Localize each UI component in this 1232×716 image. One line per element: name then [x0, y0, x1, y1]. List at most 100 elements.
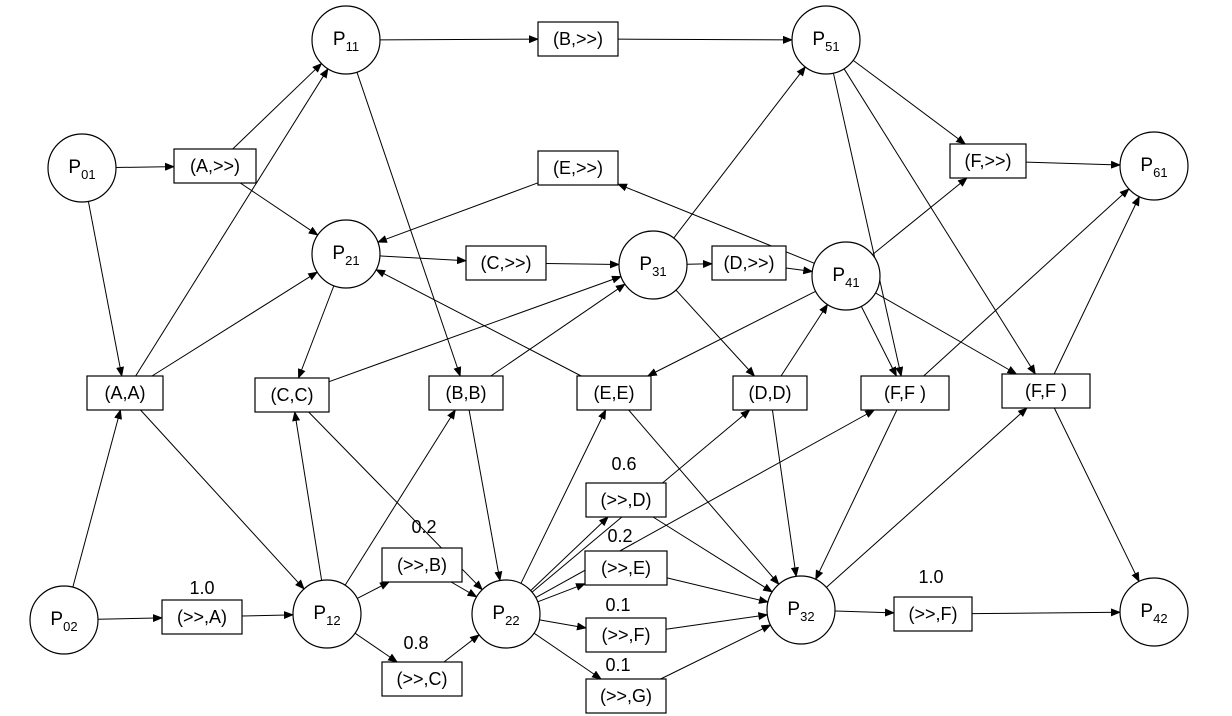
arc-D_sync-to-P41 — [785, 266, 814, 275]
place-circle — [1119, 577, 1189, 647]
place-circle — [311, 5, 381, 75]
transition-dd: (D,D) — [732, 375, 808, 411]
arc-P41-to-FF2 — [875, 292, 1018, 375]
arc-P22-to-EE — [520, 409, 607, 584]
transition-label: (>>,B) — [397, 555, 447, 575]
place-circle — [471, 579, 541, 649]
probability-label-pd: 0.6 — [611, 454, 636, 474]
place-label: P61 — [1140, 155, 1167, 180]
arc-mC-to-P22 — [443, 634, 480, 663]
arc-DD-to-P32 — [771, 409, 799, 578]
arc-AA-to-P12 — [140, 409, 305, 590]
transition-label: (A,>>) — [190, 156, 240, 176]
transition-box — [585, 617, 667, 653]
transition-box — [949, 143, 1027, 179]
place-p32: P32 — [766, 575, 836, 645]
transition-label: (>>,A) — [177, 607, 227, 627]
transition-label: (>>,F) — [601, 625, 650, 645]
place-p11: P11 — [311, 5, 381, 75]
place-p21: P21 — [311, 219, 381, 289]
place-p12: P12 — [292, 579, 362, 649]
arc-mE-to-P32 — [666, 577, 769, 604]
arc-P22-to-mE — [537, 583, 586, 603]
transition-label: (>>,C) — [396, 669, 447, 689]
arc-BB-to-P31 — [490, 283, 626, 377]
arc-P22-to-mF — [539, 619, 587, 631]
transition-e_sync: (E,>>) — [537, 150, 619, 186]
transition-label: (F,F ) — [1025, 381, 1067, 401]
probability-labels-layer: 1.00.20.80.60.20.10.11.0 — [189, 454, 943, 675]
transition-b_sync: (B,>>) — [537, 21, 619, 57]
arc-P31-to-D_sync — [686, 259, 713, 268]
transition-box — [1001, 373, 1091, 409]
transition-box — [465, 245, 547, 281]
transition-mg: (>>,G) — [585, 678, 667, 714]
transition-box — [381, 547, 463, 583]
transition-label: (B,>>) — [553, 29, 603, 49]
place-circle — [618, 230, 688, 300]
arc-B_sync-to-P51 — [617, 35, 794, 44]
transition-box — [584, 550, 668, 586]
transition-a_sync: (A,>>) — [173, 148, 257, 184]
arc-P31-to-DD — [675, 289, 756, 377]
transition-box — [173, 148, 257, 184]
arc-P51-to-FF2 — [843, 68, 1036, 375]
place-p51: P51 — [791, 5, 861, 75]
transition-box — [585, 482, 667, 518]
arc-AA-to-P11 — [135, 67, 329, 377]
arc-C_sync-to-P31 — [545, 260, 621, 269]
nodes-layer: P01P02P11P12P21P22P31P32P41P42P51P61(A,A… — [29, 5, 1189, 714]
transition-box — [381, 661, 463, 697]
arc-P01-to-A_sync — [115, 162, 175, 171]
transition-aa: (A,A) — [86, 375, 164, 411]
transition-box — [428, 375, 504, 411]
transition-label: (F,F ) — [884, 383, 926, 403]
arc-P41-to-FF1 — [860, 306, 897, 377]
transition-box — [86, 375, 164, 411]
transition-cc: (C,C) — [254, 377, 330, 413]
arc-A_sync-to-P11 — [232, 62, 323, 150]
transition-bb: (B,B) — [428, 375, 504, 411]
transition-ff2: (F,F ) — [1001, 373, 1091, 409]
transition-label: (D,>>) — [723, 253, 774, 273]
transition-label: (>>,F) — [908, 604, 957, 624]
arc-DD-to-P41 — [780, 303, 829, 377]
probability-label-pf: 0.1 — [605, 595, 630, 615]
place-circle — [811, 241, 881, 311]
place-label: P21 — [332, 243, 359, 268]
transition-label: (C,>>) — [480, 253, 531, 273]
transition-box — [711, 245, 787, 281]
arc-A_sync-to-P21 — [240, 182, 319, 236]
arc-P11-to-BB — [356, 72, 462, 377]
transition-mc: (>>,C) — [381, 661, 463, 697]
place-label: P51 — [812, 29, 839, 54]
transition-me: (>>,E) — [584, 550, 668, 586]
transition-box — [161, 599, 243, 635]
transition-box — [860, 375, 950, 411]
transition-f_sync: (F,>>) — [949, 143, 1027, 179]
arc-P12-to-BB — [344, 409, 456, 586]
place-circle — [29, 585, 99, 655]
arc-P22-to-mG — [533, 632, 602, 680]
arc-mF-to-P32 — [665, 612, 769, 630]
arc-FF2-to-P42 — [1053, 407, 1140, 583]
place-label: P01 — [68, 157, 95, 182]
transition-label: (A,A) — [104, 383, 145, 403]
transition-box — [537, 150, 619, 186]
arc-mA-to-P12 — [241, 611, 295, 620]
place-circle — [766, 575, 836, 645]
arc-P31-to-P51 — [673, 66, 806, 239]
arc-FF2-to-P61 — [1053, 195, 1140, 375]
place-label: P31 — [639, 254, 666, 279]
transition-ff1: (F,F ) — [860, 375, 950, 411]
transition-label: (E,>>) — [553, 158, 603, 178]
arc-P41-to-EE — [646, 290, 816, 377]
probability-label-pb: 0.2 — [411, 517, 436, 537]
transition-label: (F,>>) — [964, 151, 1011, 171]
arc-P02-to-mA — [97, 614, 163, 623]
transition-d_sync: (D,>>) — [711, 245, 787, 281]
transition-ma: (>>,A) — [161, 599, 243, 635]
arc-mB-to-P22 — [450, 581, 478, 598]
arc-BB-to-P22 — [468, 409, 503, 582]
